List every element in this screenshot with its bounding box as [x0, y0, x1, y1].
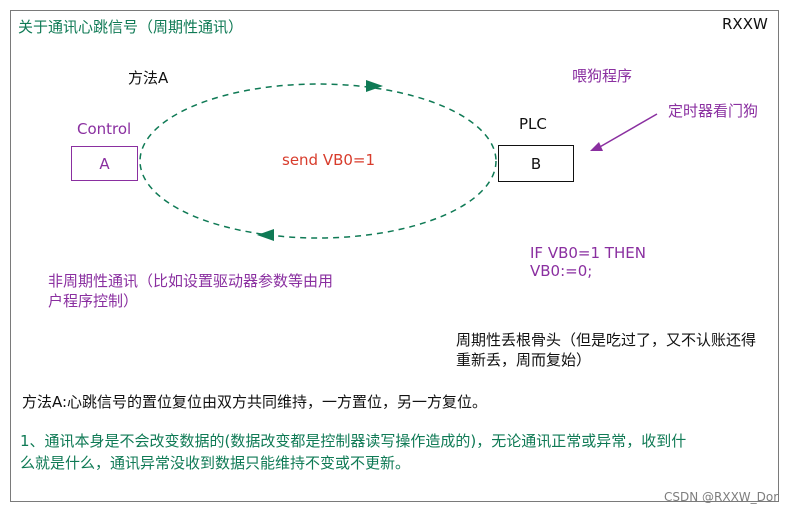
plc-box-b: B [498, 145, 574, 182]
plc-box-label: B [530, 154, 542, 173]
if-condition-label: IF VB0=1 THEN [530, 244, 646, 262]
control-box-a: A [71, 146, 138, 181]
footer-credit: CSDN @RXXW_Dor [664, 490, 779, 504]
diagram-title: 关于通讯心跳信号（周期性通讯） [18, 18, 244, 36]
brand-label: RXXW [722, 15, 768, 33]
plc-label: PLC [519, 115, 547, 133]
communication-note: 1、通讯本身是不会改变数据的(数据改变都是控制器读写操作造成的)，无论通讯正常或… [20, 432, 687, 472]
timer-label: 定时器看门狗 [668, 102, 759, 120]
control-label: Control [77, 120, 132, 138]
diagram-frame [10, 10, 779, 502]
send-label: send VB0=1 [282, 151, 376, 169]
control-box-label: A [99, 154, 110, 173]
periodic-label: 周期性丢根骨头（但是吃过了，又不认账还得重新丢，周而复始） [456, 331, 757, 370]
reset-statement-label: VB0:=0; [530, 262, 593, 280]
method-a-label: 方法A [128, 69, 169, 87]
method-description: 方法A:心跳信号的置位复位由双方共同维持，一方置位，另一方复位。 [22, 393, 488, 411]
watchdog-label: 喂狗程序 [572, 67, 633, 85]
nonperiodic-label: 非周期性通讯（比如设置驱动器参数等由用户程序控制） [48, 272, 334, 310]
